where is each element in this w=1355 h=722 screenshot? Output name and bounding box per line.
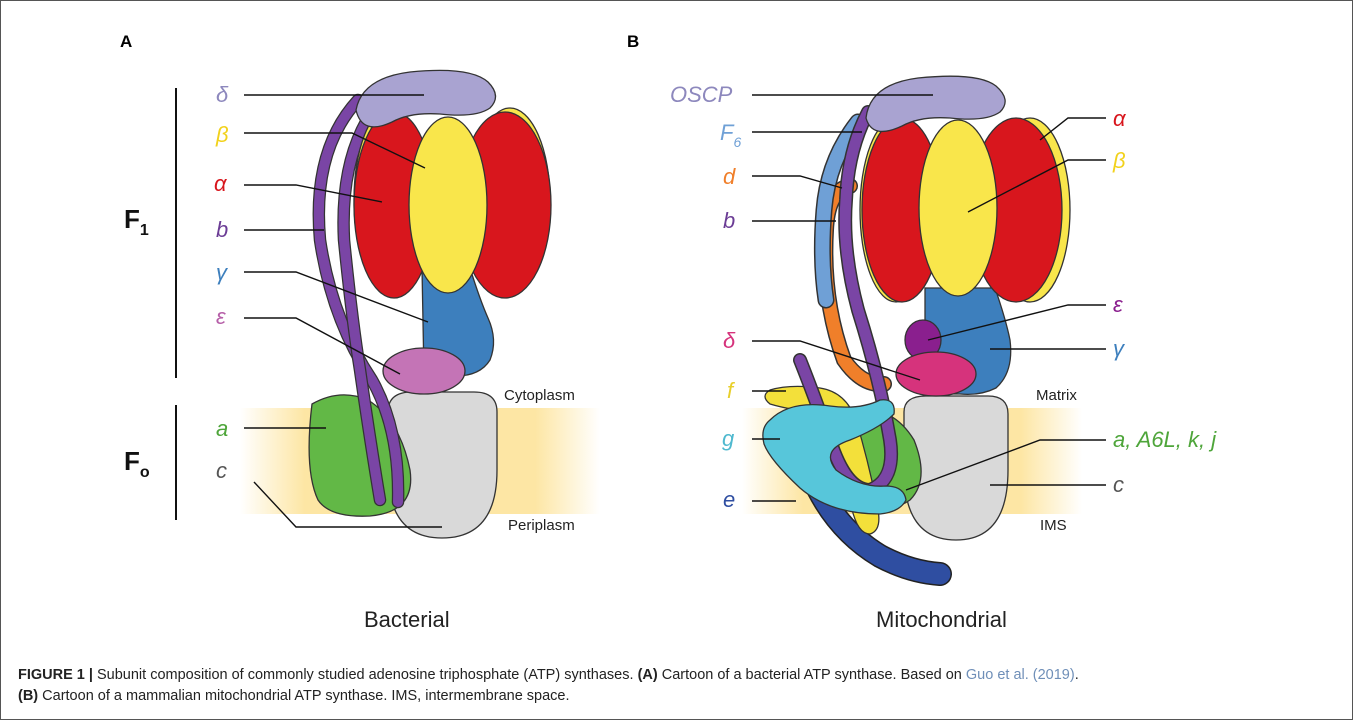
label-c-bact: c [216, 458, 227, 483]
label-a-group: a, A6L, k, j [1113, 427, 1217, 452]
delta-subunit-bact [356, 70, 496, 127]
label-b-mito: b [723, 208, 735, 233]
label-cytoplasm: Cytoplasm [504, 387, 575, 404]
label-g: g [722, 426, 735, 451]
mitochondrial-complex: OSCP F6 d b δ f g e α β ε γ a, A6L, k, j… [670, 76, 1217, 632]
beta-subunit-mito [919, 120, 997, 296]
caption-text-2: Cartoon of a bacterial ATP synthase. Bas… [658, 667, 966, 683]
label-ims: IMS [1040, 517, 1067, 534]
label-a-bact: a [216, 416, 228, 441]
title-mitochondrial: Mitochondrial [876, 607, 1007, 632]
label-delta-bact: δ [216, 82, 229, 107]
caption-reference-link[interactable]: Guo et al. (2019) [966, 667, 1075, 683]
panel-b-letter: B [627, 32, 639, 51]
delta-subunit-mito [896, 352, 976, 396]
caption-text-1: Subunit composition of commonly studied … [93, 667, 638, 683]
atp-synthase-diagram: A B F1 Fo [0, 0, 1355, 650]
label-b-bact: b [216, 217, 228, 242]
oscp-subunit-mito [866, 76, 1005, 131]
label-gamma-mito: γ [1113, 336, 1126, 361]
label-c-mito: c [1113, 472, 1124, 497]
label-matrix: Matrix [1036, 387, 1077, 404]
caption-text-3: . [1075, 667, 1079, 683]
label-periplasm: Periplasm [508, 517, 575, 534]
fo-label: Fo [124, 446, 150, 481]
label-f6: F6 [720, 120, 741, 150]
f1-label: F1 [124, 204, 149, 239]
label-alpha-mito: α [1113, 106, 1127, 131]
label-f: f [727, 378, 736, 403]
label-d: d [723, 164, 736, 189]
caption-label: FIGURE 1 | [18, 667, 93, 683]
label-oscp: OSCP [670, 82, 733, 107]
label-beta-mito: β [1112, 148, 1126, 173]
panel-a-letter: A [120, 32, 132, 51]
label-alpha-bact: α [214, 171, 228, 196]
caption-text-4: Cartoon of a mammalian mitochondrial ATP… [38, 688, 569, 704]
label-delta-mito: δ [723, 328, 736, 353]
caption-b-tag: (B) [18, 688, 38, 704]
figure-caption: FIGURE 1 | Subunit composition of common… [18, 665, 1338, 707]
bacterial-complex: F1 Fo δ β [124, 70, 600, 632]
label-gamma-bact: γ [216, 260, 229, 285]
label-epsilon-mito: ε [1113, 292, 1123, 317]
beta-subunit-bact [409, 117, 487, 293]
title-bacterial: Bacterial [364, 607, 450, 632]
label-beta-bact: β [215, 122, 229, 147]
label-e: e [723, 487, 735, 512]
label-epsilon-bact: ε [216, 304, 226, 329]
caption-a-tag: (A) [638, 667, 658, 683]
